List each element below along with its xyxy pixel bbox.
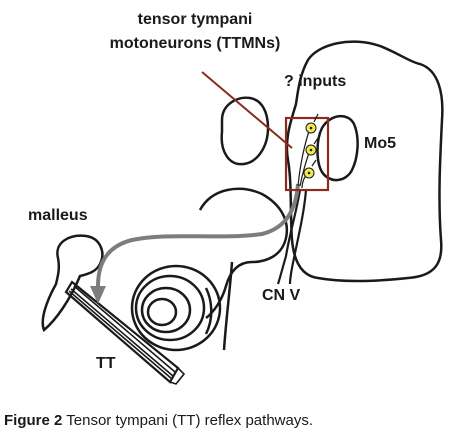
cnv-label: CN V <box>262 287 301 304</box>
malleus-bone <box>41 234 104 333</box>
brainstem-outline <box>285 40 444 283</box>
ttmn-box <box>284 116 330 192</box>
ttmn-label-line2: motoneurons (TTMNs) <box>110 35 281 52</box>
caption-prefix: Figure 2 <box>4 412 63 429</box>
ttmn-label-line1: tensor tympani <box>138 11 253 28</box>
caption-divider <box>0 398 474 400</box>
inputs-label: ? inputs <box>284 73 346 90</box>
mo5-nucleus <box>316 115 359 182</box>
cn-v-nerve <box>276 189 308 285</box>
inner-ear-body <box>198 187 289 319</box>
inner-ear-stem <box>222 261 234 351</box>
malleus-label: malleus <box>28 207 88 224</box>
figure-caption: Figure 2 Tensor tympani (TT) reflex path… <box>4 412 470 430</box>
caption-text: Tensor tympani (TT) reflex pathways. <box>62 412 314 429</box>
reflex-pathway-arrow <box>96 183 300 287</box>
mo5-label: Mo5 <box>364 135 396 152</box>
reflex-arrow-head <box>90 286 106 304</box>
cochlea-spiral <box>130 264 222 352</box>
tensor-tympani-muscle <box>64 280 186 385</box>
ttmn-pointer-line <box>201 71 293 149</box>
tt-label: TT <box>96 355 116 372</box>
